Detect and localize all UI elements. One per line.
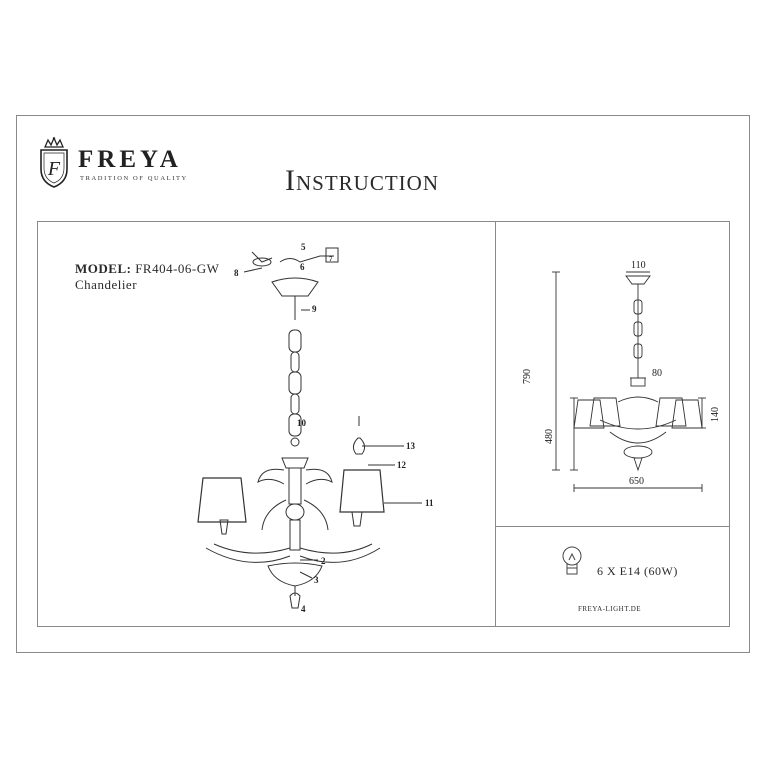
drawing-area-frame — [37, 221, 730, 627]
model-line: MODEL: FR404-06-GW — [75, 261, 219, 277]
bulb-spec: 6 X E14 (60W) — [597, 564, 678, 578]
dim-center-width: 80 — [652, 368, 662, 379]
panel-divider-horizontal — [495, 526, 730, 527]
panel-divider-vertical — [495, 221, 496, 627]
callout-5: 5 — [301, 242, 306, 252]
callout-13: 13 — [406, 441, 416, 451]
instruction-sheet-frame — [16, 115, 750, 653]
brand-tagline: TRADITION OF QUALITY — [80, 175, 188, 182]
callout-12: 12 — [397, 460, 407, 470]
light-bulb-icon — [562, 546, 582, 575]
callout-2: 2 — [321, 556, 326, 566]
callout-3: 3 — [314, 575, 319, 585]
callout-11: 11 — [425, 498, 434, 508]
callout-8: 8 — [234, 268, 239, 278]
callout-10: 10 — [297, 418, 307, 428]
brand-name: FREYA — [78, 146, 182, 173]
dim-canopy-width: 110 — [631, 260, 646, 271]
model-label: MODEL: — [75, 261, 132, 276]
model-code: FR404-06-GW — [135, 261, 220, 276]
product-type: Chandelier — [75, 277, 138, 292]
dim-total-width: 650 — [629, 476, 644, 487]
callout-7: 7 — [329, 255, 333, 263]
freya-crest-logo-icon: F — [40, 137, 68, 188]
dim-total-height: 790 — [522, 369, 533, 384]
callout-6: 6 — [300, 262, 305, 272]
dim-body-height: 480 — [544, 429, 555, 444]
website: FREYA-LIGHT.DE — [578, 605, 642, 613]
callout-9: 9 — [312, 304, 317, 314]
callout-4: 4 — [301, 604, 306, 614]
svg-text:F: F — [47, 158, 61, 180]
dim-shade-height: 140 — [710, 407, 721, 422]
document-title: Instruction — [285, 164, 439, 197]
